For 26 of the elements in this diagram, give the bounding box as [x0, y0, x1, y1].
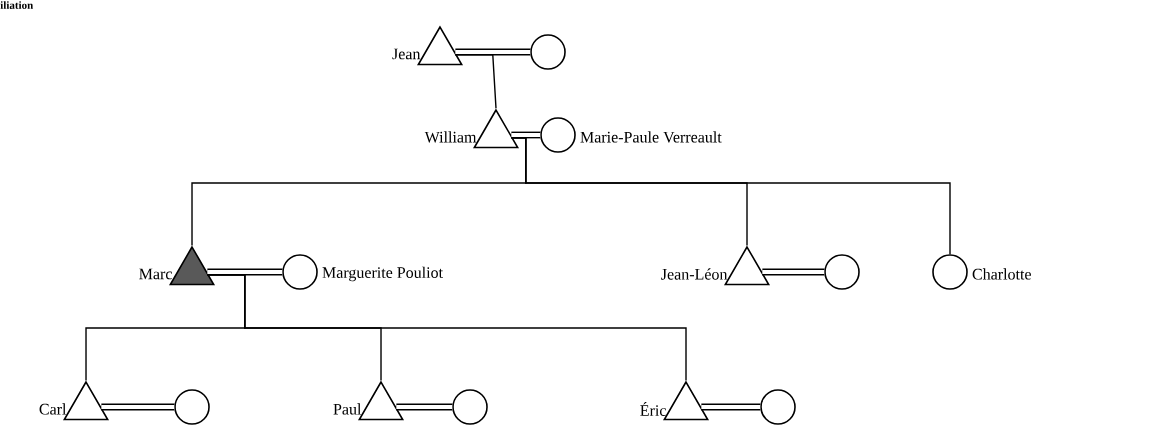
- name-label: Marguerite Pouliot: [322, 266, 443, 282]
- heading-text: iliation: [0, 1, 34, 9]
- name-label: Charlotte: [972, 268, 1031, 280]
- marriage-line: [101, 403, 175, 411]
- name-label: Marie-Paule Verreault: [580, 131, 722, 143]
- circle-symbol: [452, 389, 488, 425]
- descent-line: [206, 274, 687, 382]
- circle-symbol: [174, 389, 210, 425]
- name-label: Marc: [139, 268, 172, 280]
- marriage-line: [762, 268, 825, 276]
- name-label: Jean-Léon: [661, 268, 728, 280]
- marriage-line: [511, 131, 541, 139]
- name-label: Carl: [39, 403, 67, 415]
- circle-symbol: [824, 254, 860, 290]
- marriage-line: [701, 403, 761, 411]
- marriage-line: [455, 48, 531, 56]
- circle-symbol: [530, 34, 566, 70]
- descent-line: [510, 137, 951, 255]
- descent-line: [454, 54, 497, 110]
- name-label: William: [424, 131, 477, 143]
- circle-symbol: [760, 389, 796, 425]
- marriage-line: [396, 403, 453, 411]
- name-label: Jean: [392, 48, 421, 60]
- name-label: Paul: [333, 403, 362, 415]
- name-label: Éric: [640, 402, 666, 416]
- marriage-line: [207, 268, 283, 276]
